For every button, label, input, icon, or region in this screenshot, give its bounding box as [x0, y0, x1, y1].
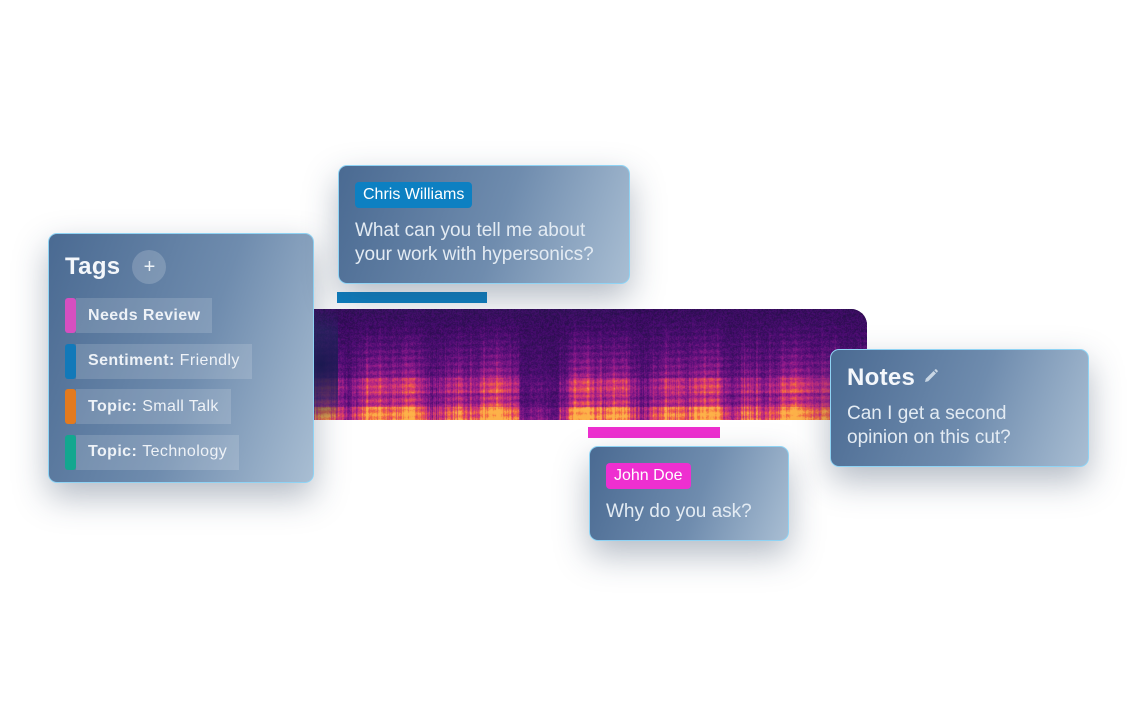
tag-key: Topic: — [88, 397, 138, 415]
notes-title: Notes — [847, 364, 916, 391]
tag-pill[interactable]: Needs Review — [76, 298, 213, 333]
notes-text[interactable]: Can I get a second opinion on this cut? — [847, 403, 1011, 448]
tag-topic-small-talk[interactable]: Topic: Small Talk — [65, 389, 297, 424]
tag-color-bar — [65, 298, 76, 333]
tag-key: Needs Review — [88, 306, 201, 324]
tags-panel: Tags + Needs Review Sentiment: Friendly … — [48, 233, 314, 483]
tag-pill[interactable]: Sentiment: Friendly — [76, 343, 252, 379]
tag-key: Sentiment: — [88, 352, 175, 369]
tag-color-bar — [65, 389, 76, 424]
tag-pill[interactable]: Topic: Small Talk — [76, 389, 231, 424]
tag-value: Friendly — [179, 352, 240, 369]
tag-value: Small Talk — [142, 397, 219, 415]
tag-sentiment[interactable]: Sentiment: Friendly — [65, 343, 297, 379]
tag-value: Technology — [142, 443, 228, 460]
transcript-card-john[interactable]: John Doe Why do you ask? — [589, 446, 789, 541]
spectrogram-waveform[interactable] — [314, 309, 867, 420]
transcript-card-chris[interactable]: Chris Williams What can you tell me abou… — [338, 165, 630, 284]
transcript-text: Why do you ask? — [606, 501, 752, 522]
pencil-icon[interactable] — [923, 368, 939, 389]
notes-card: Notes Can I get a second opinion on this… — [830, 349, 1089, 467]
speaker-badge: John Doe — [606, 463, 691, 489]
tag-key: Topic: — [88, 443, 138, 460]
spectrogram-canvas[interactable] — [314, 309, 867, 420]
transcript-text: What can you tell me about your work wit… — [355, 220, 594, 265]
tag-color-bar — [65, 434, 76, 470]
speaker-segment-chris[interactable] — [337, 292, 487, 303]
tag-topic-technology[interactable]: Topic: Technology — [65, 434, 297, 470]
tag-color-bar — [65, 343, 76, 379]
tag-pill[interactable]: Topic: Technology — [76, 434, 240, 470]
tag-needs-review[interactable]: Needs Review — [65, 298, 297, 333]
tag-list: Needs Review Sentiment: Friendly Topic: … — [65, 298, 297, 470]
tags-title: Tags — [65, 253, 121, 280]
speaker-segment-john[interactable] — [588, 427, 720, 438]
speaker-badge: Chris Williams — [355, 182, 473, 208]
add-tag-button[interactable]: + — [132, 250, 167, 284]
